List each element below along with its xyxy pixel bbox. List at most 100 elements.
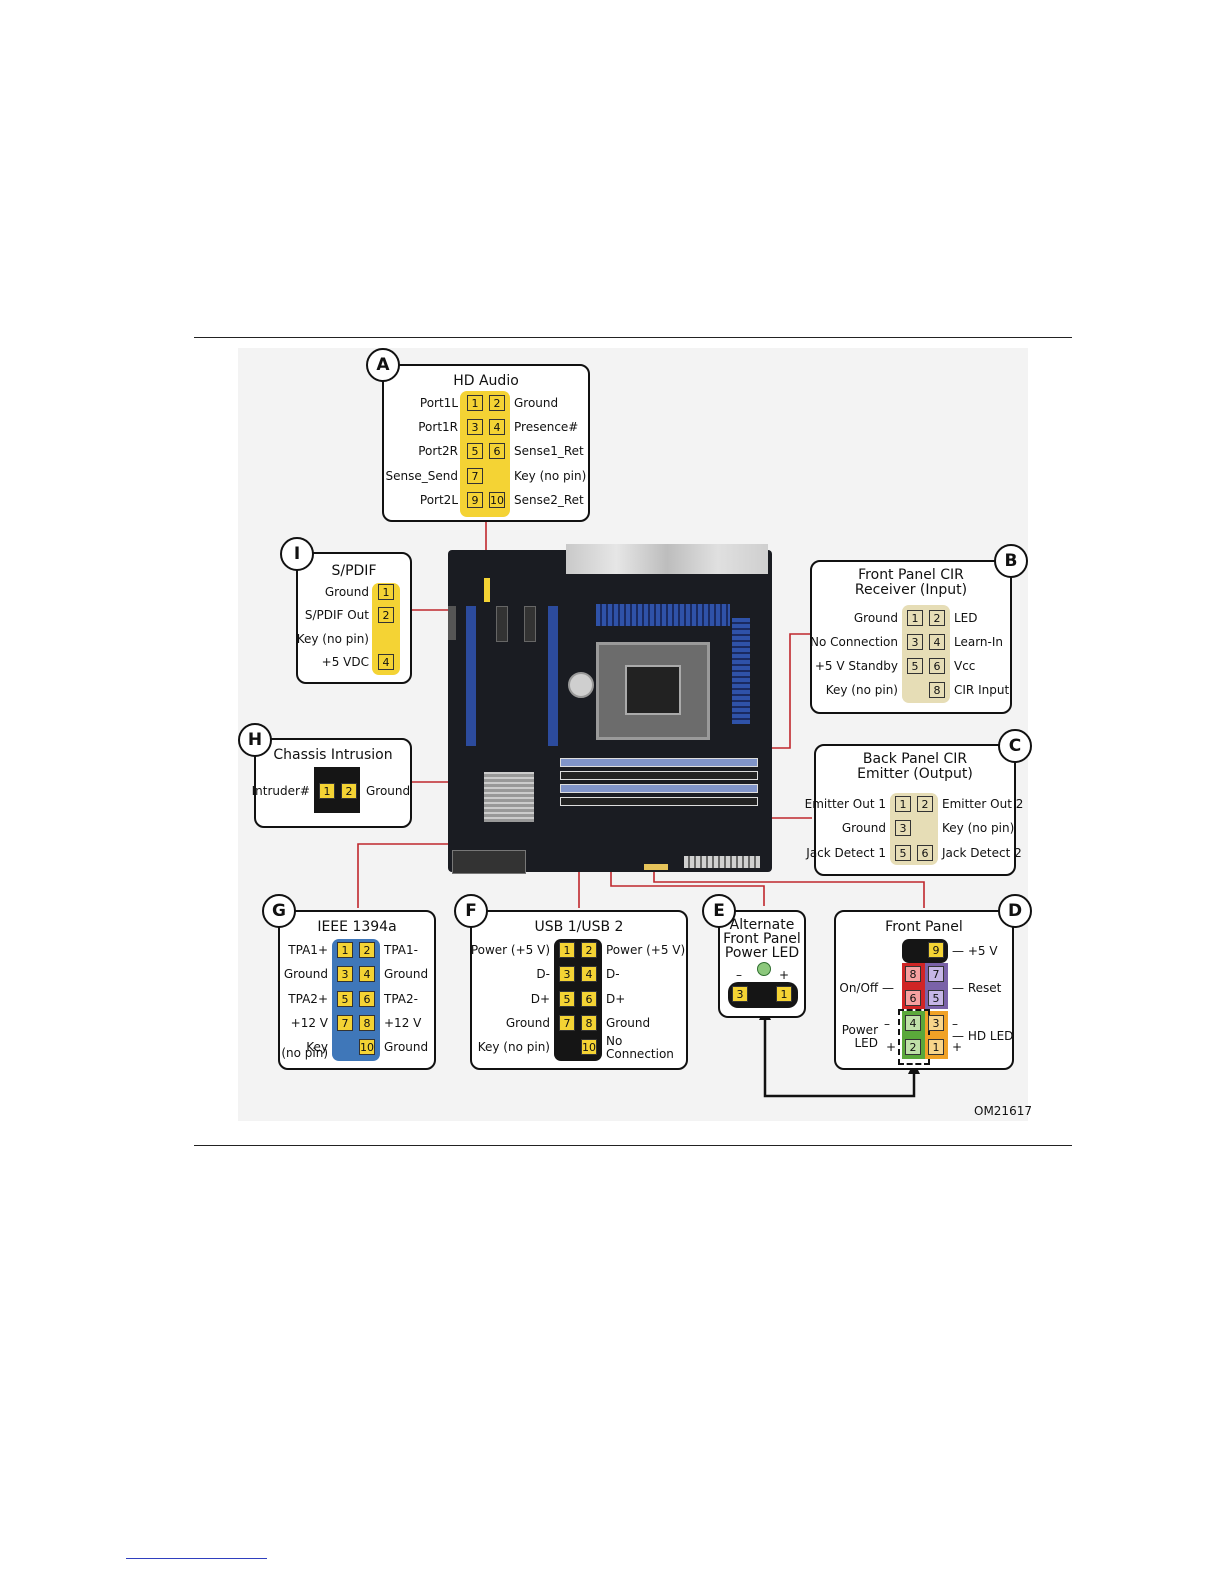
pin-number: 8 xyxy=(905,966,921,982)
polarity-plus: + xyxy=(779,968,790,982)
pin-label: Jack Detect 1 xyxy=(806,845,886,860)
pin-number: 4 xyxy=(378,653,394,670)
pin-label: +5 VDC xyxy=(321,654,369,669)
pin-label: Port2L xyxy=(419,492,458,507)
pin-label: Key (no pin) xyxy=(296,631,369,646)
pin-label: Power (+5 V) xyxy=(606,943,686,957)
callout-title: S/PDIF xyxy=(331,563,377,579)
pin-label: Jack Detect 2 xyxy=(942,845,1022,860)
callout-title: Front Panel xyxy=(885,919,963,935)
polarity-minus: – xyxy=(736,968,742,982)
cpu-socket xyxy=(596,642,710,740)
pin-label: — Reset xyxy=(952,981,1002,995)
pin-label: Key (no pin) xyxy=(942,821,1015,836)
pin-number: 6 xyxy=(359,990,375,1007)
pin-number: 3 xyxy=(559,966,575,983)
pin-number: 1 xyxy=(895,796,911,812)
audio-header xyxy=(484,578,490,602)
pin-label: Port1R xyxy=(418,420,458,435)
pin-label: Key (no pin) xyxy=(825,683,898,697)
polarity-minus: – xyxy=(884,1017,890,1031)
callout-subtitle: Emitter (Output) xyxy=(857,766,973,782)
pin-number: 1 xyxy=(337,942,353,958)
pin-number: 2 xyxy=(905,1039,921,1055)
pin-label: S/PDIF Out xyxy=(304,608,369,623)
callout-title: Back Panel CIR xyxy=(862,751,968,767)
dashed-outline xyxy=(898,1009,930,1065)
pin-label: Power (+5 V) xyxy=(470,943,550,957)
pin-number: 1 xyxy=(319,783,335,799)
pin-number: 10 xyxy=(581,1039,597,1056)
pin-label: Port2R xyxy=(418,444,458,459)
pin-number: 6 xyxy=(581,990,597,1007)
callout-letter: F xyxy=(454,894,488,928)
pin-number: 10 xyxy=(489,491,505,508)
pin-label: Port1L xyxy=(419,396,458,410)
pin-label: Ground xyxy=(853,611,898,625)
pin-label: Sense1_Ret xyxy=(514,444,584,459)
pin-number: 4 xyxy=(581,966,597,983)
dimm-slot xyxy=(560,771,758,780)
dimm-slot xyxy=(560,797,758,806)
pin-label: Ground xyxy=(841,821,886,836)
polarity-minus: – xyxy=(952,1017,958,1031)
pin-number: 3 xyxy=(907,634,923,650)
callout-title: IEEE 1394a xyxy=(317,919,397,935)
pcie-slot-x1-b xyxy=(524,606,536,642)
pcie-slot-x16-b xyxy=(548,606,558,746)
pin-number: 5 xyxy=(907,658,923,674)
pin-number: 7 xyxy=(337,1014,353,1031)
led-indicator-icon xyxy=(757,962,771,976)
callout-letter: I xyxy=(280,537,314,571)
pin-number: 6 xyxy=(905,990,921,1006)
pin-label: On/Off — xyxy=(839,981,894,995)
cmos-battery xyxy=(568,672,594,698)
pin-label: Ground xyxy=(283,967,328,982)
pin-number: 1 xyxy=(467,395,483,411)
figure-id: OM21617 xyxy=(974,1104,1032,1118)
polarity-plus: + xyxy=(952,1040,963,1054)
pin-label: D+ xyxy=(606,991,626,1006)
pin-number: 1 xyxy=(776,986,792,1002)
front-panel-header xyxy=(644,864,668,870)
callout-letter: D xyxy=(998,894,1032,928)
chipset-heatsink xyxy=(484,772,534,822)
footnote-rule xyxy=(126,1558,267,1559)
pin-label: Learn-In xyxy=(954,635,1004,649)
pin-label: No xyxy=(606,1034,623,1049)
pin-number: 8 xyxy=(359,1014,375,1031)
pin-number: 10 xyxy=(359,1039,375,1056)
pin-label: TPA2- xyxy=(384,991,418,1006)
pin-label: Ground xyxy=(384,1040,429,1055)
pin-number: 2 xyxy=(581,942,597,958)
pin-label: — HD LED xyxy=(952,1029,1014,1043)
pin-number: 3 xyxy=(337,966,353,983)
pin-number: 5 xyxy=(928,990,944,1006)
pin-number: 1 xyxy=(559,942,575,958)
pin-label: Ground xyxy=(366,784,411,798)
pin-number: 2 xyxy=(929,610,945,626)
pin-label: Key (no pin) xyxy=(477,1040,550,1055)
pin-number: 2 xyxy=(917,796,933,812)
top-rule xyxy=(194,337,1072,338)
callout-letter: E xyxy=(702,894,736,928)
pin-label: Ground xyxy=(384,967,429,982)
pin-label: LED xyxy=(954,611,978,625)
pin-number: 2 xyxy=(378,607,394,624)
pin-label: Key (no pin) xyxy=(514,468,587,483)
header-diagram-figure: HD Audio A S/PDIF I Chassis Intrusion H … xyxy=(238,348,1032,1121)
pin-number: 1 xyxy=(928,1039,944,1055)
motherboard xyxy=(448,544,772,874)
pin-label: Sense2_Ret xyxy=(514,492,584,507)
pin-label: TPA2+ xyxy=(288,991,328,1006)
callout-title: HD Audio xyxy=(453,373,519,389)
pin-label: No Connection xyxy=(809,635,898,649)
pin-number: 3 xyxy=(928,1015,944,1031)
callout-letter: B xyxy=(994,544,1028,578)
pin-label: — +5 V xyxy=(952,944,998,958)
callout-letter: H xyxy=(238,723,272,757)
vrm-heatsink-side xyxy=(732,618,750,724)
sata-ports xyxy=(452,850,526,874)
pin-number: 1 xyxy=(907,610,923,626)
callout-letter: A xyxy=(366,348,400,382)
